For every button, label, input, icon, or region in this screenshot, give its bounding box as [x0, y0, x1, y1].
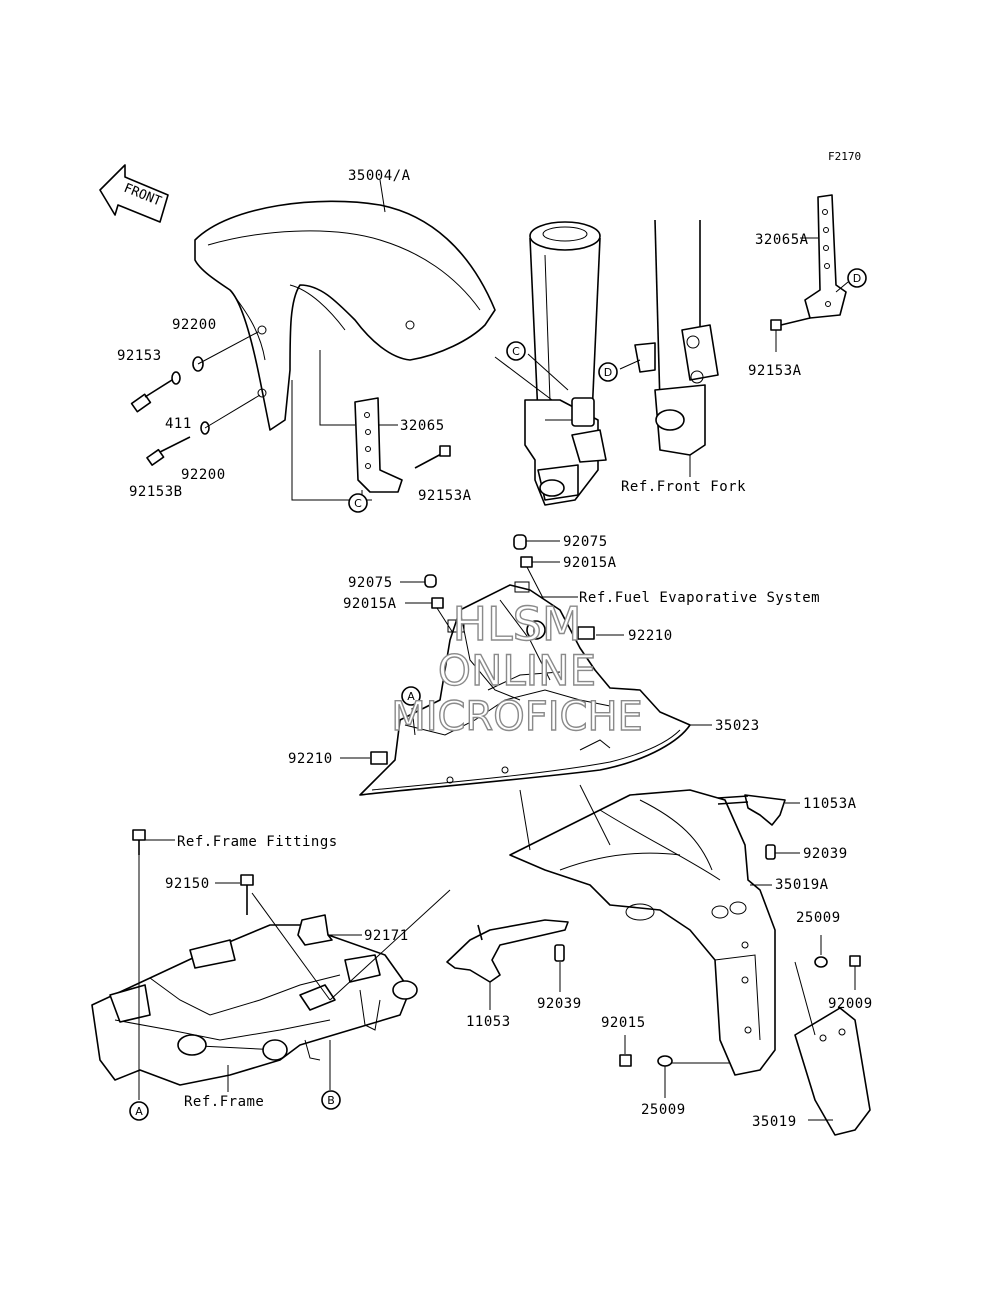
frame-assembly — [91, 924, 418, 1086]
label-411: 411 — [165, 416, 192, 432]
washer-411 — [171, 371, 181, 385]
callout-c-fork: C — [506, 341, 526, 361]
svg-text:C: C — [512, 345, 520, 358]
svg-text:A: A — [407, 690, 415, 703]
cap-92075-top — [513, 534, 527, 550]
washer-25009-left — [657, 1055, 673, 1067]
watermark: HLSM ONLINE MICROFICHE — [390, 596, 643, 740]
svg-text:B: B — [327, 1094, 335, 1107]
bolt-ref-frame-fittings — [132, 829, 146, 855]
label-35004a: 35004/A — [348, 168, 411, 184]
bolt-92153a-right — [770, 317, 811, 331]
callout-b-inner-fender: B — [526, 620, 546, 640]
svg-text:A: A — [135, 1105, 143, 1118]
svg-text:D: D — [853, 272, 861, 285]
label-92039-right: 92039 — [803, 846, 848, 862]
label-32065: 32065 — [400, 418, 445, 434]
bracket-32065 — [354, 397, 403, 493]
label-92153: 92153 — [117, 348, 162, 364]
washer-25009-right — [814, 956, 828, 968]
front-fork — [524, 219, 719, 506]
label-92075-top: 92075 — [563, 534, 608, 550]
clip-92171 — [297, 914, 333, 946]
nut-92015a-left — [431, 597, 444, 609]
svg-text:C: C — [354, 497, 362, 510]
callout-d-fork: D — [598, 362, 618, 382]
inner-fender-35023 — [359, 581, 691, 796]
nut-92009 — [849, 955, 861, 967]
label-92009: 92009 — [828, 996, 873, 1012]
figure-code: F2170 — [828, 150, 861, 163]
nut-92015a-top — [520, 556, 533, 568]
ref-frame: Ref.Frame — [184, 1094, 264, 1110]
front-fender-35004a — [194, 179, 496, 431]
label-25009-left: 25009 — [641, 1102, 686, 1118]
label-92200-lower: 92200 — [181, 467, 226, 483]
label-35023: 35023 — [715, 718, 760, 734]
ref-fuel-evaporative-system: Ref.Fuel Evaporative System — [579, 590, 820, 606]
bolt-92153b — [146, 436, 191, 466]
label-25009-right: 25009 — [796, 910, 841, 926]
label-92015: 92015 — [601, 1015, 646, 1031]
nut-92015 — [619, 1054, 632, 1067]
bracket-32065a — [804, 194, 847, 319]
label-92039-left: 92039 — [537, 996, 582, 1012]
bracket-11053 — [446, 919, 569, 983]
callout-b-frame: B — [321, 1090, 341, 1110]
clip-92210-left — [370, 751, 388, 765]
svg-text:D: D — [604, 366, 612, 379]
label-92153a-right: 92153A — [748, 363, 802, 379]
bracket-11053a — [717, 794, 786, 826]
label-92015a-top: 92015A — [563, 555, 617, 571]
callout-d-right: D — [847, 268, 867, 288]
bolt-92153 — [130, 379, 173, 413]
svg-text:B: B — [532, 624, 540, 637]
ref-frame-fittings: Ref.Frame Fittings — [177, 834, 338, 850]
bolt-92153a-left — [414, 445, 451, 469]
watermark-line-2: ONLINE — [438, 646, 596, 695]
front-direction-arrow-icon: FRONT — [99, 164, 169, 223]
clip-92210-right — [577, 626, 595, 640]
label-92210-right: 92210 — [628, 628, 673, 644]
label-32065a: 32065A — [755, 232, 809, 248]
callout-a-frame: A — [129, 1101, 149, 1121]
cap-92075-left — [424, 574, 437, 588]
label-92153a-left: 92153A — [418, 488, 472, 504]
label-11053a: 11053A — [803, 796, 857, 812]
callout-a-inner-fender: A — [401, 686, 421, 706]
bolt-92039-right — [765, 844, 776, 860]
label-92153b: 92153B — [129, 484, 183, 500]
label-92075-left: 92075 — [348, 575, 393, 591]
label-92150: 92150 — [165, 876, 210, 892]
label-11053: 11053 — [466, 1014, 511, 1030]
label-92171: 92171 — [364, 928, 409, 944]
ref-front-fork: Ref.Front Fork — [621, 479, 746, 495]
callout-c-left: C — [348, 493, 368, 513]
label-92210-left: 92210 — [288, 751, 333, 767]
rear-fender-35019a — [509, 789, 776, 1076]
bolt-92039-left — [554, 944, 565, 962]
bolt-92150 — [240, 874, 254, 915]
watermark-line-1: HLSM — [452, 597, 581, 651]
rear-flap-35019 — [794, 1007, 871, 1136]
label-92015a-left: 92015A — [343, 596, 397, 612]
label-92200-upper: 92200 — [172, 317, 217, 333]
label-35019a: 35019A — [775, 877, 829, 893]
watermark-line-3: MICROFICHE — [391, 694, 643, 740]
label-35019: 35019 — [752, 1114, 797, 1130]
